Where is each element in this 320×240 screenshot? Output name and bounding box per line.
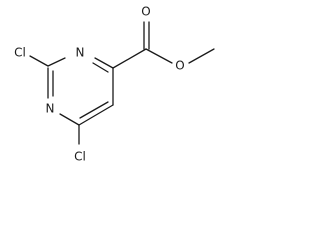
bond-c6-carbonyl-carbon [112,48,147,69]
bond-n1-c6 [94,57,114,69]
atom-labels: Cl N N Cl O O [14,5,185,164]
atom-nitrogen-lower: N [46,102,55,116]
atom-oxygen-carbonyl: O [141,5,150,19]
bond-c5-c4-inner [79,101,109,119]
bond-c5-c4 [78,104,114,126]
bond-c2-cl [29,55,49,67]
bond-carbonyl-ester-oxygen [145,48,173,64]
atom-oxygen-ester: O [175,59,184,73]
bond-c2-n1 [47,57,66,67]
bond-n1-c6-inner [92,62,109,73]
atom-nitrogen-upper: N [76,46,85,60]
atom-chlorine-bottom: Cl [74,150,86,164]
bond-ester-oxygen-methyl [188,48,215,64]
bonds [29,21,215,145]
atom-chlorine-top: Cl [14,46,26,60]
bond-c4-n3 [59,113,80,126]
molecule-structure: Cl N N Cl O O [14,5,215,164]
